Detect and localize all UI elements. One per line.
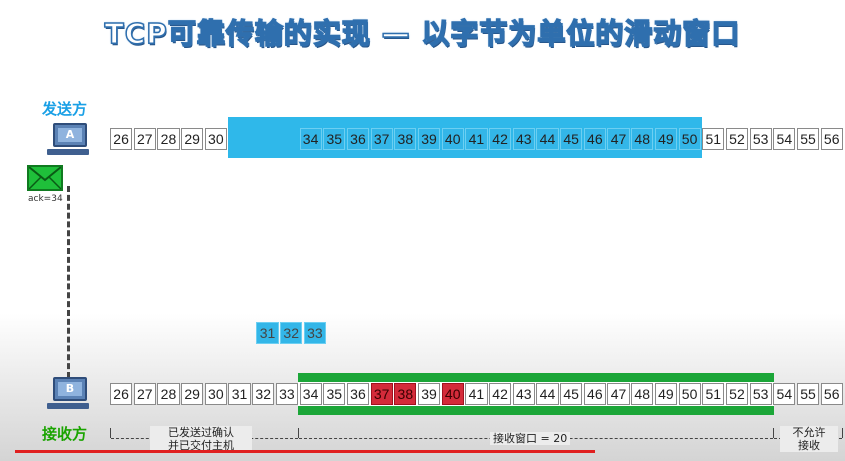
receive-window-annotation: 接收窗口 = 20	[490, 432, 571, 445]
receiver-seq-cell: 32	[252, 383, 275, 405]
sender-seq-cell: 49	[654, 128, 677, 150]
sender-seq-cell: 54	[773, 128, 796, 150]
receiver-seq-cell: 40	[441, 383, 464, 405]
receiver-seq-cell: 55	[796, 383, 820, 405]
receiver-seq-cell: 30	[204, 383, 227, 405]
sender-seq-cell: 51	[702, 128, 725, 150]
sender-seq-cell: 50	[678, 128, 701, 150]
receiver-seq-cell: 27	[133, 383, 156, 405]
sender-seq-cell: 35	[323, 128, 346, 150]
sender-seq-cell: 28	[157, 128, 180, 150]
sender-seq-cell: 45	[560, 128, 583, 150]
video-progress-bar[interactable]	[15, 450, 595, 453]
receiver-seq-cell: 35	[323, 383, 346, 405]
receiver-seq-cell: 49	[654, 383, 677, 405]
receiver-seq-cell: 28	[157, 383, 180, 405]
receiver-seq-cell: 50	[678, 383, 701, 405]
receiver-seq-cell: 39	[417, 383, 441, 405]
envelope-icon	[27, 165, 63, 191]
sender-seq-cell: 53	[749, 128, 772, 150]
sender-seq-cell: 46	[583, 128, 606, 150]
sender-seq-cell: 36	[346, 128, 370, 150]
receiver-seq-cell: 51	[702, 383, 725, 405]
receiver-seq-cell: 46	[583, 383, 606, 405]
receiver-seq-cell: 56	[820, 383, 843, 405]
receiver-seq-cell: 52	[725, 383, 749, 405]
receiver-seq-cell: 45	[560, 383, 583, 405]
receiver-seq-cell: 37	[370, 383, 393, 405]
sender-seq-cell: 52	[725, 128, 749, 150]
sender-seq-cell: 27	[133, 128, 156, 150]
receiver-seq-cell: 34	[299, 383, 322, 405]
receiver-seq-cell: 36	[346, 383, 370, 405]
sender-seq-cell: 55	[796, 128, 820, 150]
receiver-seq-cell: 44	[536, 383, 559, 405]
receiver-seq-cell: 33	[275, 383, 298, 405]
sender-seq-cell: 29	[181, 128, 204, 150]
sender-seq-cell: 42	[489, 128, 512, 150]
sender-seq-cell: 44	[536, 128, 559, 150]
sender-label: 发送方	[42, 100, 88, 118]
receiver-label: 接收方	[42, 425, 88, 443]
sender-seq-cell: 30	[204, 128, 227, 150]
receiver-seq-cell: 42	[489, 383, 512, 405]
receiver-seq-cell: 47	[607, 383, 630, 405]
computer-a-icon: A	[47, 123, 89, 157]
receiver-seq-cell: 38	[394, 383, 417, 405]
sender-seq-cell: 33	[303, 322, 326, 344]
transmission-line	[67, 186, 70, 378]
sender-seq-cell: 32	[280, 322, 303, 344]
acked-annotation: 已发送过确认 并已交付主机	[150, 426, 252, 452]
host-b-label: B	[58, 382, 82, 396]
sender-seq-cell: 47	[607, 128, 630, 150]
page-title: TCP可靠传输的实现 — 以字节为单位的滑动窗口	[104, 16, 741, 51]
sender-seq-cell: 40	[441, 128, 464, 150]
receiver-seq-cell: 26	[110, 383, 133, 405]
receiver-seq-cell: 48	[631, 383, 654, 405]
sender-seq-cell: 34	[299, 128, 322, 150]
receiver-seq-cell: 41	[465, 383, 488, 405]
sender-seq-cell: 31	[256, 322, 279, 344]
sender-seq-cell: 56	[820, 128, 843, 150]
sender-seq-cell: 38	[394, 128, 417, 150]
host-a-label: A	[58, 128, 82, 142]
sender-seq-cell: 41	[465, 128, 488, 150]
receiver-seq-cell: 29	[181, 383, 204, 405]
computer-b-icon: B	[47, 377, 89, 411]
sender-seq-cell: 43	[512, 128, 535, 150]
sender-seq-cell: 39	[417, 128, 441, 150]
receiver-seq-cell: 53	[749, 383, 772, 405]
receiver-seq-cell: 31	[228, 383, 251, 405]
sender-seq-cell: 37	[370, 128, 393, 150]
not-allowed-annotation: 不允许 接收	[780, 426, 838, 452]
sender-seq-cell: 26	[110, 128, 133, 150]
sender-seq-cell: 48	[631, 128, 654, 150]
receiver-seq-cell: 54	[773, 383, 796, 405]
ack-label: ack=34	[28, 194, 63, 204]
receiver-seq-cell: 43	[512, 383, 535, 405]
